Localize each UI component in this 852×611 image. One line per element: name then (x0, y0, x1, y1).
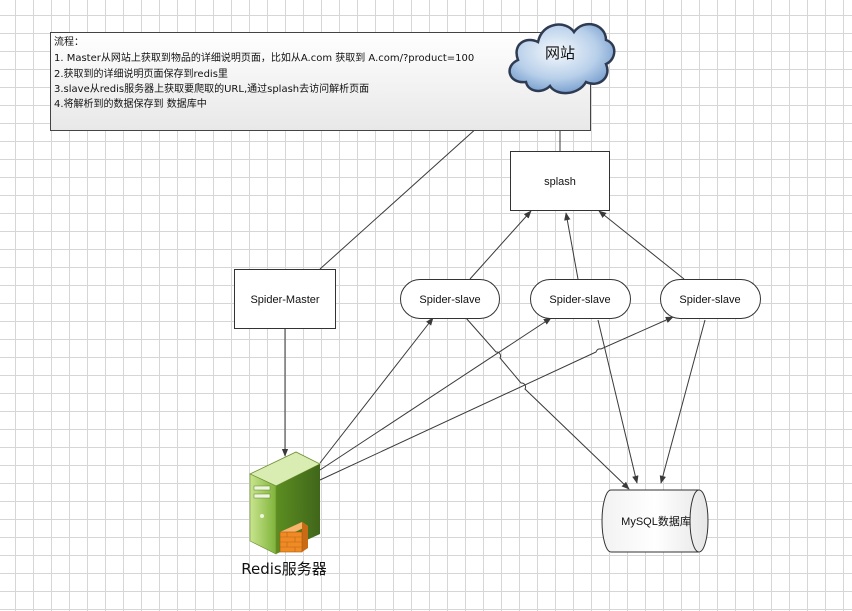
process-note: 流程： 1. Master从网站上获取到物品的详细说明页面，比如从A.com 获… (50, 32, 591, 131)
spider-slave-node: Spider-slave (660, 279, 761, 319)
process-note-title: 流程： (54, 35, 84, 48)
website-label: 网站 (545, 44, 575, 62)
edge-slave2-to-mysql (597, 319, 639, 484)
firewall-icon (279, 522, 308, 553)
spider-master-label: Spider-Master (250, 294, 319, 306)
spider-master-box (234, 269, 336, 329)
spider-slave-box (660, 279, 761, 319)
redis-node: Redis服务器 (241, 451, 327, 578)
process-note-box (50, 32, 591, 131)
website-node: 网站 (508, 22, 616, 95)
process-note-step-2: 2.获取到的详细说明页面保存到redis里 (54, 67, 228, 80)
mysql-node: MySQL数据库 (601, 489, 709, 553)
redis-label: Redis服务器 (241, 560, 326, 578)
spider-slave-box (530, 279, 631, 319)
edge-slave3-to-mysql (659, 319, 706, 484)
edge-redis-to-slave3 (319, 316, 674, 481)
process-note-step-1: 1. Master从网站上获取到物品的详细说明页面，比如从A.com 获取到 A… (54, 51, 474, 64)
cloud-icon (508, 22, 616, 95)
edge-redis-to-slave1 (319, 317, 434, 464)
edge-slave3-to-splash (598, 210, 685, 280)
edge-slave1-to-mysql (465, 317, 630, 490)
spider-slave-label: Spider-slave (679, 294, 740, 306)
server-bay (253, 493, 271, 499)
spider-slave-node: Spider-slave (530, 279, 631, 319)
mysql-label: MySQL数据库 (621, 514, 691, 528)
process-note-step-3: 3.slave从redis服务器上获取要爬取的URL,通过splash去访问解析… (54, 82, 369, 95)
server-bay (253, 485, 271, 491)
spider-slave-label: Spider-slave (419, 294, 480, 306)
spider-slave-node: Spider-slave (400, 279, 500, 319)
spider-slave-box (400, 279, 500, 319)
splash-label: splash (544, 176, 576, 188)
spider-master-node: Spider-Master (234, 269, 336, 329)
edge-slave1-to-splash (469, 210, 532, 280)
spider-slave-label: Spider-slave (549, 294, 610, 306)
edge-redis-to-slave2 (319, 317, 552, 471)
splash-node: splash (510, 151, 610, 211)
server-led (260, 514, 264, 518)
database-cylinder-rim (689, 489, 700, 553)
connectors (281, 81, 706, 490)
splash-box (510, 151, 610, 211)
process-note-step-4: 4.将解析到的数据保存到 数据库中 (54, 97, 207, 110)
edge-slave2-to-splash (564, 212, 579, 280)
